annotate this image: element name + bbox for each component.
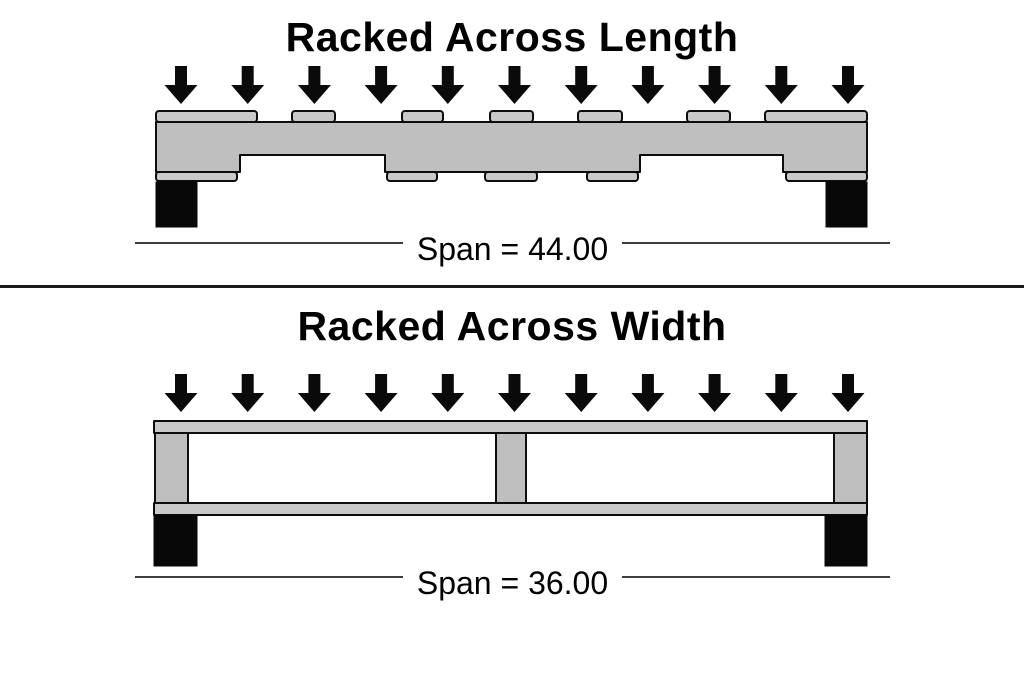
load-arrow-icon: [431, 66, 465, 104]
load-arrow-icon: [698, 66, 732, 104]
load-arrow-icon: [231, 374, 265, 412]
load-arrow-icon: [297, 374, 331, 412]
load-arrow-icon: [764, 66, 798, 104]
load-arrow-icon: [297, 66, 331, 104]
span-line-right: [622, 242, 890, 244]
bottom-deck: [153, 502, 868, 516]
load-arrow-icon: [564, 66, 598, 104]
load-arrow-icon: [498, 374, 531, 412]
load-arrow-icon: [764, 374, 798, 412]
span-line-left: [135, 242, 403, 244]
pallet-end-view: [155, 110, 868, 228]
load-arrow-icon: [831, 374, 865, 412]
bottom-deckboard: [155, 171, 238, 182]
span-label-bottom: Span = 36.00: [416, 564, 609, 601]
top-deckboard: [489, 110, 534, 123]
bottom-deckboard: [785, 171, 868, 182]
rack-support-right: [825, 181, 868, 228]
load-arrow-icon: [831, 66, 865, 104]
top-deckboard: [155, 110, 258, 123]
load-arrow-icon: [431, 374, 465, 412]
rack-support-left: [155, 181, 198, 228]
load-arrow-icon: [164, 374, 198, 412]
stringer-left: [154, 432, 189, 504]
span-line-left: [135, 576, 403, 578]
load-arrow-icon: [698, 374, 732, 412]
span-label-top: Span = 44.00: [416, 230, 609, 267]
span-dimension-top: Span = 44.00: [135, 224, 890, 267]
load-arrow-icon: [231, 66, 265, 104]
racked-across-length-title: Racked Across Length: [285, 14, 739, 60]
load-arrows-bottom: [164, 374, 865, 412]
top-deckboard: [291, 110, 336, 123]
load-arrow-icon: [631, 66, 665, 104]
top-deckboard: [764, 110, 868, 123]
span-line-right: [622, 576, 890, 578]
stringer-right: [833, 432, 868, 504]
racked-across-width-title: Racked Across Width: [297, 303, 727, 349]
load-arrow-icon: [164, 66, 198, 104]
load-arrows-top: [164, 66, 865, 104]
stringer-profile: [155, 121, 868, 173]
top-deck: [153, 420, 868, 434]
pallet-side-view: [153, 420, 868, 567]
load-arrow-icon: [364, 66, 398, 104]
load-arrow-icon: [498, 66, 531, 104]
top-deckboard: [686, 110, 731, 123]
top-deckboard: [401, 110, 444, 123]
top-deckboard: [577, 110, 623, 123]
load-arrow-icon: [631, 374, 665, 412]
span-dimension-bottom: Span = 36.00: [135, 558, 890, 601]
bottom-deckboard: [484, 171, 538, 182]
rack-support-left: [153, 514, 198, 567]
load-arrow-icon: [364, 374, 398, 412]
rack-support-right: [824, 514, 868, 567]
section-divider: [0, 285, 1024, 288]
stringer-center: [495, 432, 527, 504]
load-arrow-icon: [564, 374, 598, 412]
bottom-deckboard: [386, 171, 438, 182]
bottom-deckboard: [586, 171, 639, 182]
